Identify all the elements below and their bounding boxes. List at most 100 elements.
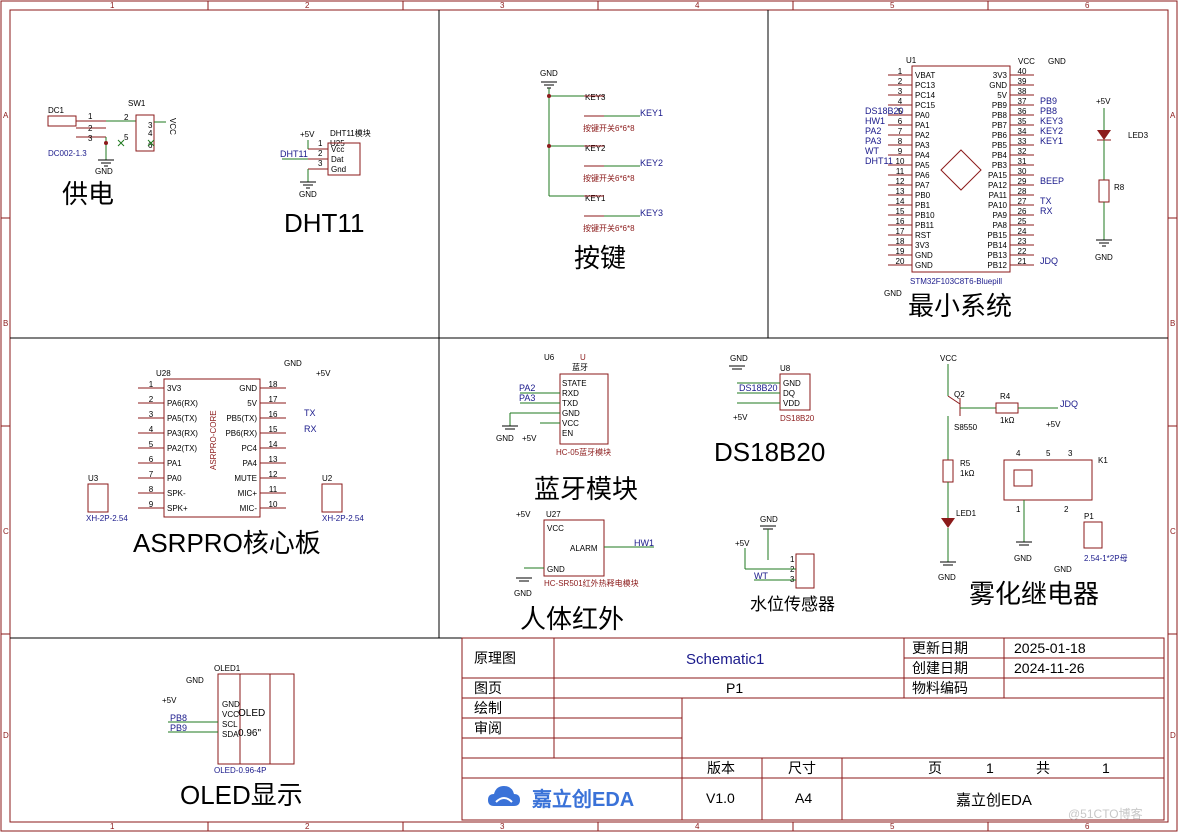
asrpro-right-pin-name: PC4 bbox=[241, 444, 257, 453]
oled-pin-vcc: VCC bbox=[222, 710, 239, 719]
mcu-body bbox=[911, 65, 1011, 273]
asrpro-right-pin-num: 12 bbox=[269, 470, 278, 479]
no-connect-icon bbox=[147, 139, 155, 147]
bt-part: HC-05蓝牙模块 bbox=[556, 447, 611, 457]
u3-ref: U3 bbox=[88, 474, 99, 483]
led3-gnd: GND bbox=[1095, 253, 1113, 262]
mcu-diamond bbox=[940, 149, 982, 191]
mcu-net-hw1: HW1 bbox=[865, 116, 885, 126]
ruler-col-5-bottom: 5 bbox=[890, 822, 895, 831]
sw1-pin-2: 2 bbox=[124, 113, 129, 122]
dc1-pin-2: 2 bbox=[88, 124, 93, 133]
dc1-pin-1: 1 bbox=[88, 112, 93, 121]
ruler-row-a: A bbox=[3, 111, 9, 120]
mcu-right-pin-name: PA9 bbox=[992, 211, 1007, 220]
mcu-right-pin-num: 35 bbox=[1018, 117, 1027, 126]
bt-title: 蓝牙 bbox=[572, 362, 588, 372]
dc1-pin-3: 3 bbox=[88, 134, 93, 143]
mcu-right-pin-name: PB6 bbox=[992, 131, 1008, 140]
mcu-left-pin-num: 8 bbox=[898, 137, 903, 146]
mcu-block: U1 VBAT1PC132PC143PC154PA05PA16PA27PA38P… bbox=[865, 56, 1149, 321]
p1-part: 2.54-1*2P母 bbox=[1084, 554, 1128, 563]
r5-ref: R5 bbox=[960, 459, 971, 468]
asrpro-left-pin-name: SPK- bbox=[167, 489, 186, 498]
mcu-right-pin-num: 40 bbox=[1018, 67, 1027, 76]
asrpro-right-pin-num: 14 bbox=[269, 440, 278, 449]
ruler-row-d: D bbox=[3, 731, 9, 740]
asrpro-left-pin-name: SPK+ bbox=[167, 504, 188, 513]
ruler-row-b-right: B bbox=[1170, 319, 1175, 328]
mcu-right-pin-name: PA11 bbox=[989, 191, 1008, 200]
pir-body bbox=[543, 519, 605, 577]
section-dividers bbox=[10, 10, 1168, 639]
mcu-right-pin-name: GND bbox=[989, 81, 1007, 90]
relay-block-title: 雾化继电器 bbox=[969, 579, 1099, 609]
mcu-left-pin-num: 18 bbox=[896, 237, 905, 246]
water-plus5: +5V bbox=[735, 539, 750, 548]
tb-page-num: 1 bbox=[986, 760, 994, 776]
mcu-right-pin-name: PB12 bbox=[987, 261, 1007, 270]
led1-ref: LED1 bbox=[956, 509, 977, 518]
mcu-left-pin-name: 3V3 bbox=[915, 241, 930, 250]
dht11-num-1: 1 bbox=[318, 139, 323, 148]
key2-switch[interactable]: KEY2 KEY2 按键开关6*6*8 bbox=[583, 144, 663, 183]
inner-frame bbox=[9, 9, 1169, 823]
mcu-left-pin-name: PA6 bbox=[915, 171, 930, 180]
mcu-left-pin-num: 9 bbox=[898, 147, 903, 156]
mcu-left-pin-num: 19 bbox=[896, 247, 905, 256]
bt-body bbox=[559, 373, 609, 445]
mcu-left-pin-name: PA7 bbox=[915, 181, 930, 190]
ruler-col-1: 1 bbox=[110, 1, 115, 10]
asrpro-left-pin-name: PA2(TX) bbox=[167, 444, 197, 453]
asrpro-left-pin-name: PA0 bbox=[167, 474, 182, 483]
mcu-left-pin-name: PA2 bbox=[915, 131, 930, 140]
relay-vcc: VCC bbox=[940, 354, 957, 363]
ds-pin-vdd: VDD bbox=[783, 399, 800, 408]
tb-version-value: V1.0 bbox=[706, 790, 735, 806]
r5-value: 1kΩ bbox=[960, 469, 974, 478]
mcu-net-dht11: DHT11 bbox=[865, 156, 893, 166]
ruler-col-4-bottom: 4 bbox=[695, 822, 700, 831]
relay-gnd-2: GND bbox=[1014, 554, 1032, 563]
pir-net: HW1 bbox=[634, 538, 654, 548]
mcu-net-pa3: PA3 bbox=[865, 136, 881, 146]
bt-net-pa2: PA2 bbox=[519, 383, 535, 393]
dht11-num-3: 3 bbox=[318, 159, 323, 168]
asrpro-right-pin-name: MUTE bbox=[234, 474, 257, 483]
oled-part: OLED-0.96-4P bbox=[214, 766, 266, 775]
asrpro-tx: TX bbox=[304, 408, 316, 418]
oled-pin-gnd: GND bbox=[222, 700, 240, 709]
key3-switch[interactable]: KEY3 KEY1 按键开关6*6*8 bbox=[583, 93, 663, 133]
mcu-left-pin-num: 15 bbox=[896, 207, 905, 216]
u2-ref: U2 bbox=[322, 474, 333, 483]
sw1-ref: SW1 bbox=[128, 99, 146, 108]
tb-total-num: 1 bbox=[1102, 760, 1110, 776]
pir-ref: U27 bbox=[546, 510, 561, 519]
ruler-col-2: 2 bbox=[305, 1, 310, 10]
mcu-left-pin-num: 20 bbox=[896, 257, 905, 266]
oled-pin-sda: SDA bbox=[222, 730, 239, 739]
ruler-col-3: 3 bbox=[500, 1, 505, 10]
dc1-ref: DC1 bbox=[48, 106, 65, 115]
asrpro-left-pin-num: 2 bbox=[149, 395, 154, 404]
pir-pin-vcc: VCC bbox=[547, 524, 564, 533]
mcu-right-pin-num: 39 bbox=[1018, 77, 1027, 86]
mcu-right-pin-num: 23 bbox=[1018, 237, 1027, 246]
asrpro-left-pin-name: PA6(RX) bbox=[167, 399, 198, 408]
asrpro-right-pin-name: PB5(TX) bbox=[226, 414, 257, 423]
tb-page-word: 页 bbox=[928, 760, 942, 776]
water-block-title: 水位传感器 bbox=[750, 595, 835, 614]
bt-plus5: +5V bbox=[522, 434, 537, 443]
oled-plus5: +5V bbox=[162, 696, 177, 705]
mcu-right-pin-name: PB4 bbox=[992, 151, 1008, 160]
mcu-right-pin-num: 32 bbox=[1018, 147, 1027, 156]
tb-created-value: 2024-11-26 bbox=[1014, 660, 1085, 676]
pir-gnd: GND bbox=[514, 589, 532, 598]
mcu-right-pin-name: PA12 bbox=[988, 181, 1008, 190]
u3-part: XH-2P-2.54 bbox=[86, 514, 128, 523]
u2-part: XH-2P-2.54 bbox=[322, 514, 364, 523]
mcu-net-wt: WT bbox=[865, 146, 879, 156]
key1-switch[interactable]: KEY1 KEY3 按键开关6*6*8 bbox=[583, 194, 663, 233]
k1-pin-5: 5 bbox=[1046, 449, 1051, 458]
